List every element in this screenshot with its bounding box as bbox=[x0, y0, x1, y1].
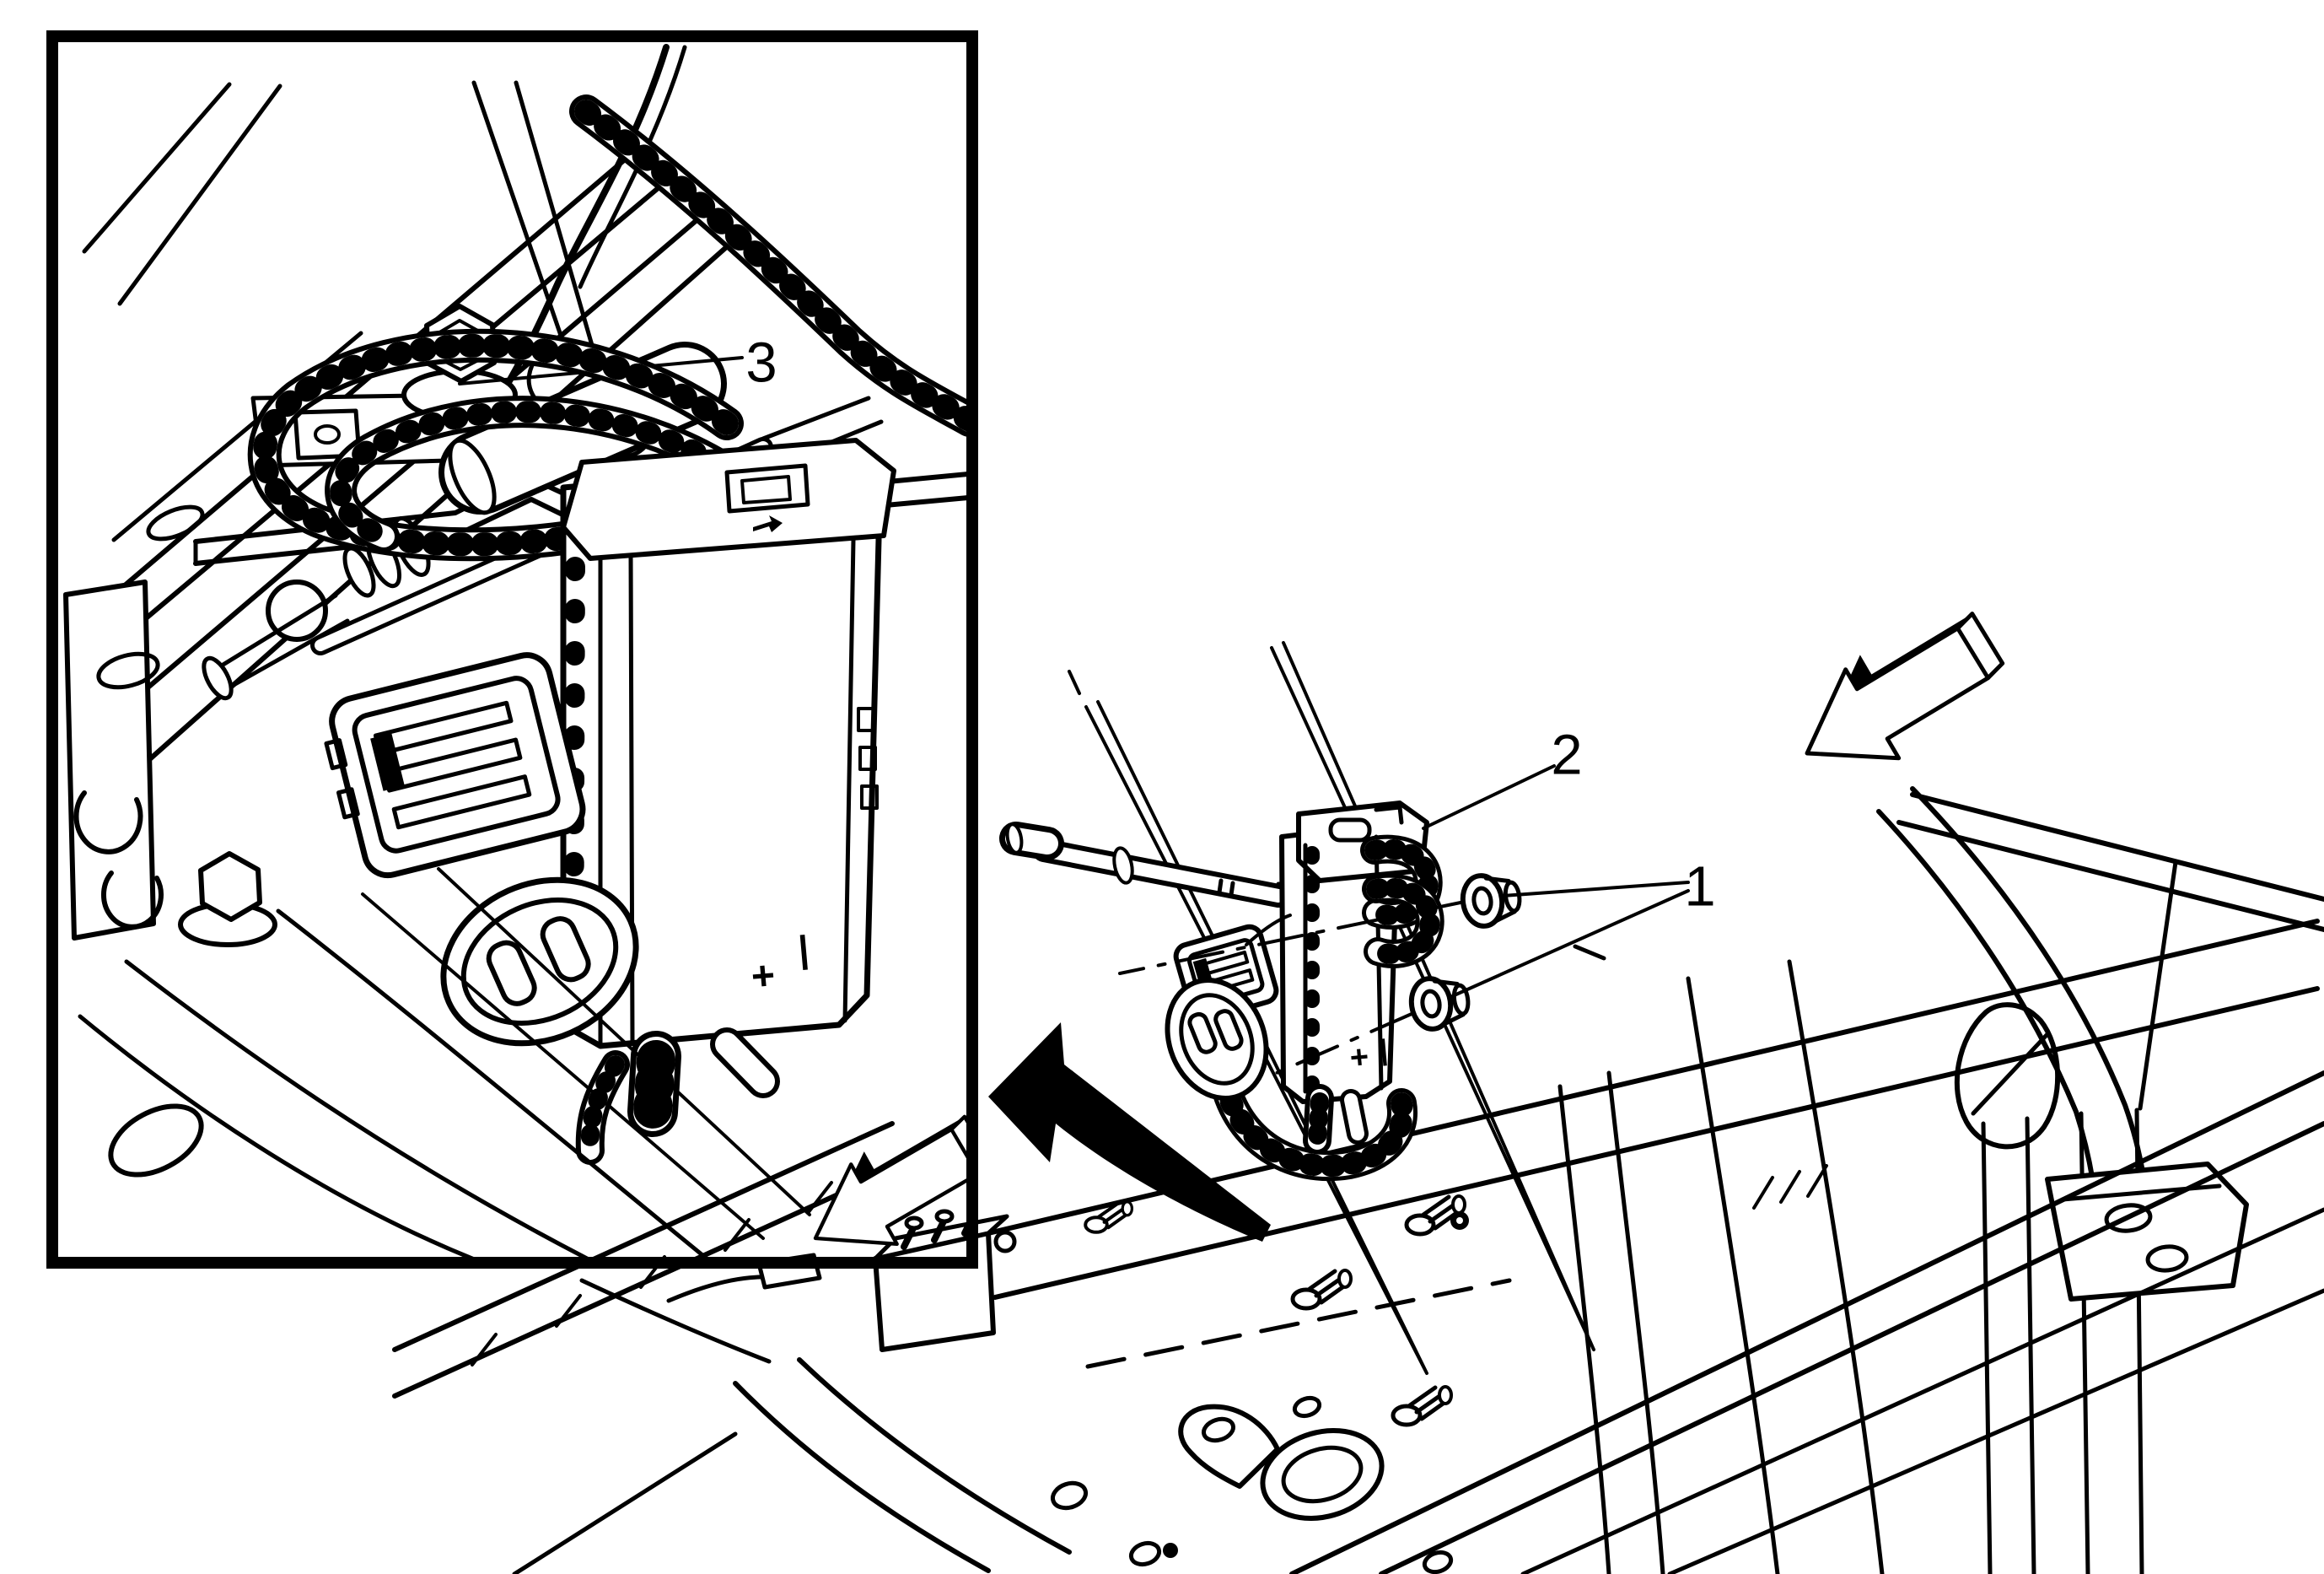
callout-3: 3 bbox=[745, 331, 777, 395]
canister-plus-mark: + bbox=[1348, 1039, 1370, 1076]
canister-plus-mark: + bbox=[749, 952, 777, 1000]
callout-2: 2 bbox=[1551, 723, 1583, 787]
inset-view bbox=[63, 44, 966, 1257]
evap-canister-assembly bbox=[999, 800, 1444, 1182]
curved-arrow-icon bbox=[988, 1022, 1271, 1242]
callout-leaders bbox=[1118, 764, 1690, 1080]
block-arrow-icon bbox=[1800, 612, 2007, 763]
main-view bbox=[392, 612, 2324, 1574]
inset-border bbox=[46, 30, 978, 1269]
callout-1: 1 bbox=[1684, 854, 1716, 919]
